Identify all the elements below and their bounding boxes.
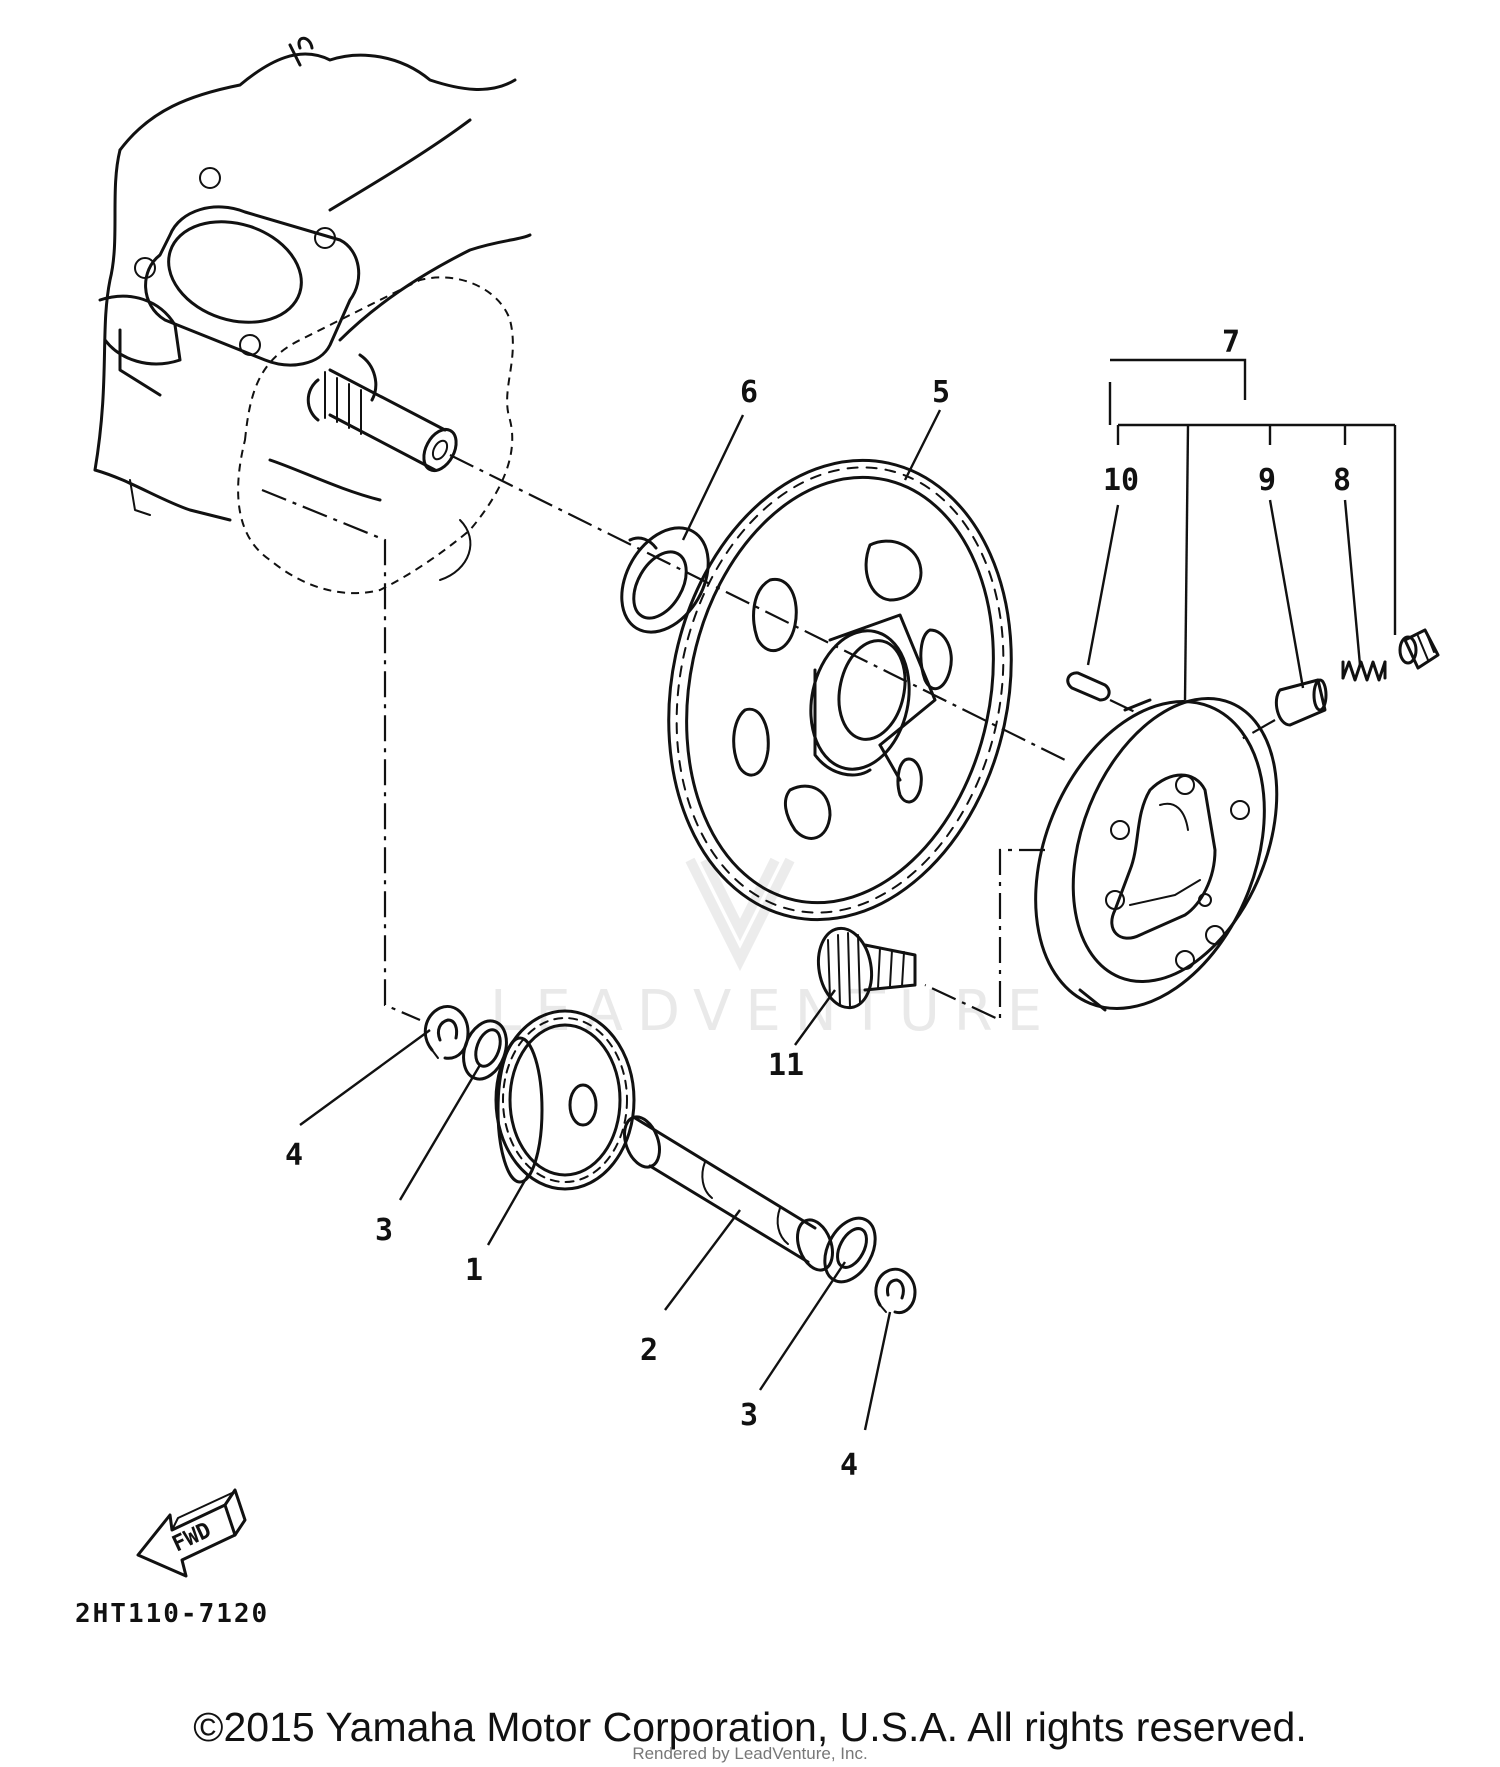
leader-lines (299, 358, 1397, 1431)
starter-wheel-gear-part-5 (667, 458, 1013, 922)
copyright-notice: ©2015 Yamaha Motor Corporation, U.S.A. A… (193, 1704, 1307, 1750)
watermark-text: LEADVENTURE (490, 979, 1056, 1044)
callout-10: 10 (1103, 463, 1139, 498)
diagram-reference-code: 2HT110-7120 (75, 1599, 269, 1629)
bolt-part-11 (816, 926, 917, 1010)
callout-8: 8 (1333, 463, 1351, 498)
starter-clutch-part-7 (1034, 697, 1279, 1012)
engine-crankcase (93, 36, 532, 595)
circlip-part-4-left (423, 1005, 470, 1060)
clutch-small-parts (1066, 628, 1440, 741)
pin-part-10 (1066, 671, 1111, 702)
center-lines (261, 454, 1066, 1022)
idler-shaft-part-2 (623, 1115, 834, 1272)
callout-6: 6 (740, 375, 758, 410)
rendered-by-credit: Rendered by LeadVenture, Inc. (632, 1744, 868, 1763)
callout-2: 2 (640, 1333, 658, 1368)
washer-part-3-right (823, 1216, 877, 1284)
watermark: LEADVENTURE (490, 857, 1056, 1044)
callout-3-left: 3 (375, 1213, 393, 1248)
callout-4-left: 4 (285, 1138, 303, 1173)
callout-1: 1 (465, 1253, 483, 1288)
roller-part-9 (1274, 678, 1327, 727)
callout-3-right: 3 (740, 1398, 758, 1433)
callout-5: 5 (932, 375, 950, 410)
thrust-washer-part-6 (620, 526, 710, 634)
callout-11: 11 (768, 1048, 804, 1083)
callout-numbers: 7 10 9 8 5 6 11 4 3 1 2 3 4 (285, 325, 1351, 1483)
callout-9: 9 (1258, 463, 1276, 498)
callout-4-right: 4 (840, 1448, 858, 1483)
callout-7: 7 (1222, 325, 1240, 360)
spring-part-8 (1341, 660, 1387, 682)
fwd-arrow-icon: FWD (136, 1488, 247, 1578)
idler-gear-part-1 (494, 1009, 636, 1191)
circlip-part-4-right (874, 1267, 917, 1315)
